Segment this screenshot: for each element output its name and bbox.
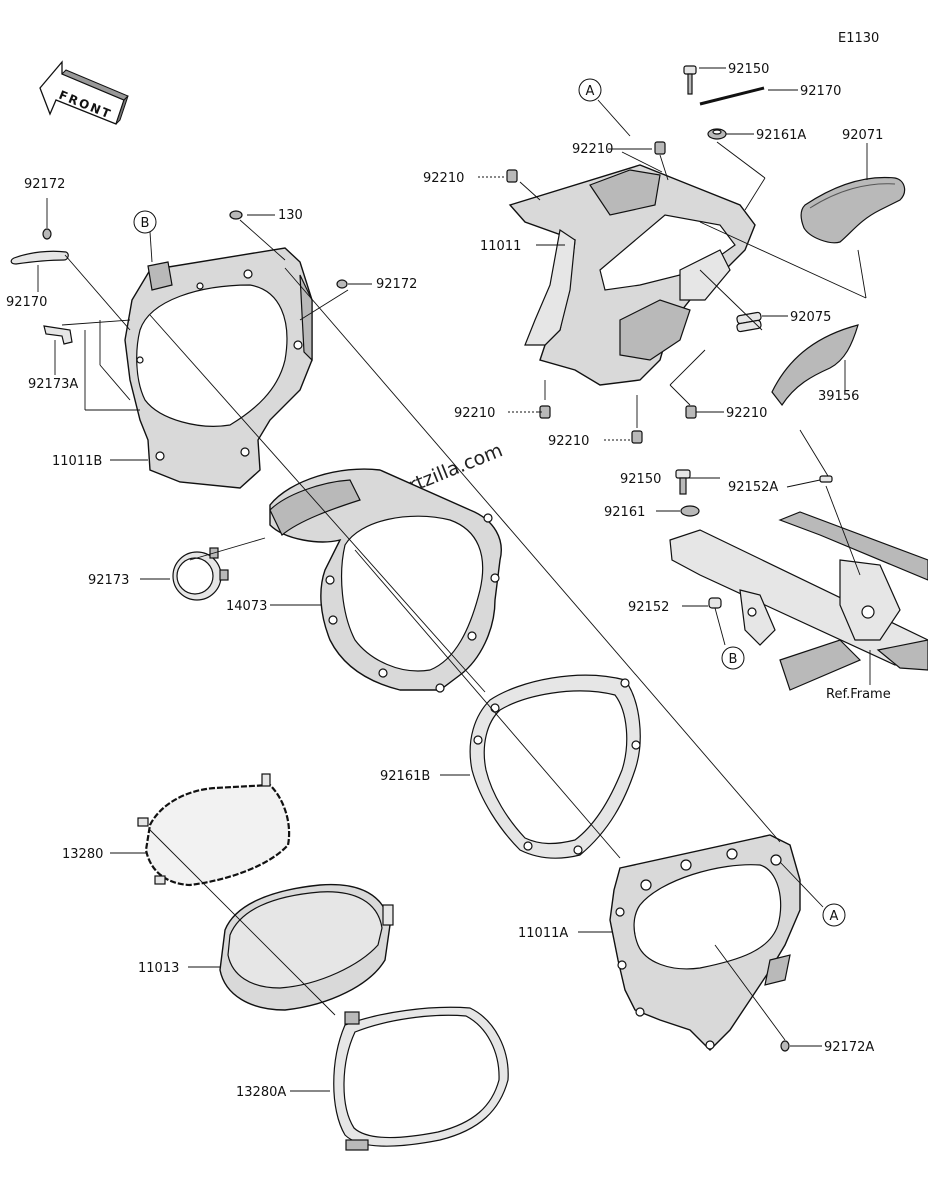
label-92210-d: 92210	[548, 434, 589, 449]
strap-92170-left	[10, 250, 69, 265]
collar-92152a	[819, 475, 833, 483]
label-11011: 11011	[480, 239, 521, 254]
upper-cover-11011	[508, 164, 756, 386]
label-92071: 92071	[842, 128, 883, 143]
reference-frame	[669, 511, 928, 691]
svg-text:A: A	[586, 84, 595, 99]
label-39156: 39156	[818, 389, 859, 404]
seal-39156	[771, 324, 859, 407]
label-11011a: 11011A	[518, 926, 568, 941]
grommet-92161	[680, 505, 700, 517]
screw-92172-mid	[336, 279, 348, 289]
label-92210-a: 92210	[572, 142, 613, 157]
label-92152: 92152	[628, 600, 669, 615]
clip-nut-92210-d	[631, 430, 643, 444]
rod-92170	[699, 86, 765, 106]
label-92170-top: 92170	[800, 84, 841, 99]
filter-frame-13280	[137, 773, 291, 887]
label-92150-top: 92150	[728, 62, 769, 77]
screw-92172a	[780, 1040, 790, 1052]
label-92172a: 92172A	[824, 1040, 874, 1055]
label-92152a: 92152A	[728, 480, 778, 495]
label-92161a: 92161A	[756, 128, 806, 143]
label-92173: 92173	[88, 573, 129, 588]
label-13280: 13280	[62, 847, 103, 862]
label-11013: 11013	[138, 961, 179, 976]
label-92150-mid: 92150	[620, 472, 661, 487]
filter-element-11013	[219, 883, 394, 1011]
top-bolt-92150	[683, 65, 697, 95]
label-92210-c: 92210	[454, 406, 495, 421]
label-92161b: 92161B	[380, 769, 430, 784]
band-92173	[172, 547, 229, 601]
filter-frame-13280a	[333, 1006, 509, 1151]
front-arrow-icon: FRONT	[39, 60, 129, 125]
label-92210-e: 92210	[726, 406, 767, 421]
clip-nut-92210-b	[506, 169, 518, 183]
svg-text:B: B	[729, 652, 738, 667]
label-92170-left: 92170	[6, 295, 47, 310]
callout-b-left: B	[133, 210, 157, 234]
leader-lines	[37, 67, 871, 1092]
label-11011b: 11011B	[52, 454, 102, 469]
screw-92172-left	[42, 228, 52, 240]
svg-text:B: B	[141, 216, 150, 231]
label-92075: 92075	[790, 310, 831, 325]
grommet-92161a	[707, 128, 727, 140]
label-14073: 14073	[226, 599, 267, 614]
clip-nut-92210-a	[654, 141, 666, 155]
bolt-130	[229, 210, 243, 220]
clip-92173a	[43, 325, 73, 345]
clip-nut-92210-e	[685, 405, 697, 419]
label-130: 130	[278, 208, 303, 223]
label-92173a: 92173A	[28, 377, 78, 392]
label-92172-left: 92172	[24, 177, 65, 192]
label-ref-frame: Ref.Frame	[826, 687, 891, 702]
callout-a-bracket: A	[822, 903, 846, 927]
label-92172-mid: 92172	[376, 277, 417, 292]
diagram-code: E1130	[838, 31, 879, 46]
left-bracket-11011b	[124, 247, 313, 489]
label-92210-b: 92210	[423, 171, 464, 186]
callout-a-top: A	[578, 78, 602, 102]
callout-b-frame: B	[721, 646, 745, 670]
foam-pad-92071	[800, 176, 906, 244]
bolt-92150-mid	[675, 469, 691, 495]
svg-text:A: A	[830, 909, 839, 924]
right-bracket-11011a	[609, 834, 801, 1051]
collar-92152	[708, 597, 722, 609]
label-92161: 92161	[604, 505, 645, 520]
gasket-92161b	[469, 674, 641, 859]
label-13280a: 13280A	[236, 1085, 286, 1100]
grommet-92075	[736, 311, 762, 333]
